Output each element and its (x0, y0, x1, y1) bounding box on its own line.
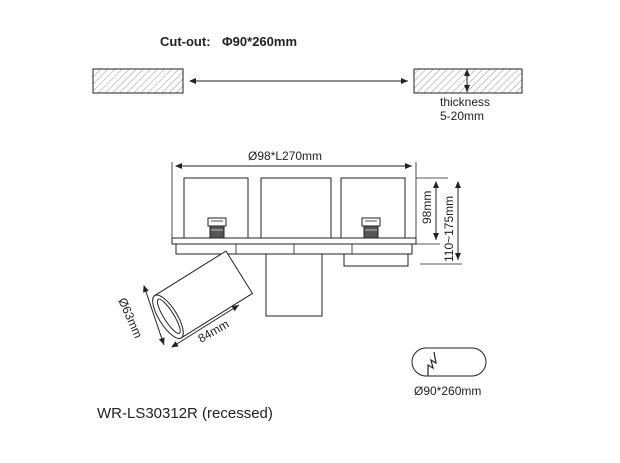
spring-clip-left (207, 217, 227, 239)
downlight-cylinder (265, 253, 323, 317)
head-length-line (171, 304, 240, 348)
trim-flange-top (171, 237, 417, 245)
thickness-range: 5-20mm (440, 109, 484, 123)
fixture-assembly (152, 177, 417, 340)
spring-clip-right (361, 217, 381, 239)
thickness-label: thickness (440, 95, 490, 109)
module-center (260, 177, 332, 239)
cutout-shape-symbol (411, 347, 487, 377)
head-diameter-line (143, 285, 165, 346)
model-name: WR-LS30312R (recessed) (97, 405, 273, 422)
cutout-symbol-label: Ø90*260mm (414, 384, 481, 398)
module-face-right (343, 253, 409, 267)
cutout-label: Cut-out: (160, 34, 211, 49)
height-dimension: 98mm (420, 191, 434, 224)
ceiling-panel-right (413, 68, 523, 94)
adjust-dimension: 110~175mm (442, 196, 456, 262)
head-diameter: Ø63mm (115, 296, 145, 341)
overall-dimension: Ø98*L270mm (248, 149, 322, 163)
saw-icon (427, 351, 437, 376)
spotlight-head (152, 250, 254, 340)
ceiling-panel-left (92, 68, 184, 94)
cutout-size: Φ90*260mm (222, 34, 297, 49)
